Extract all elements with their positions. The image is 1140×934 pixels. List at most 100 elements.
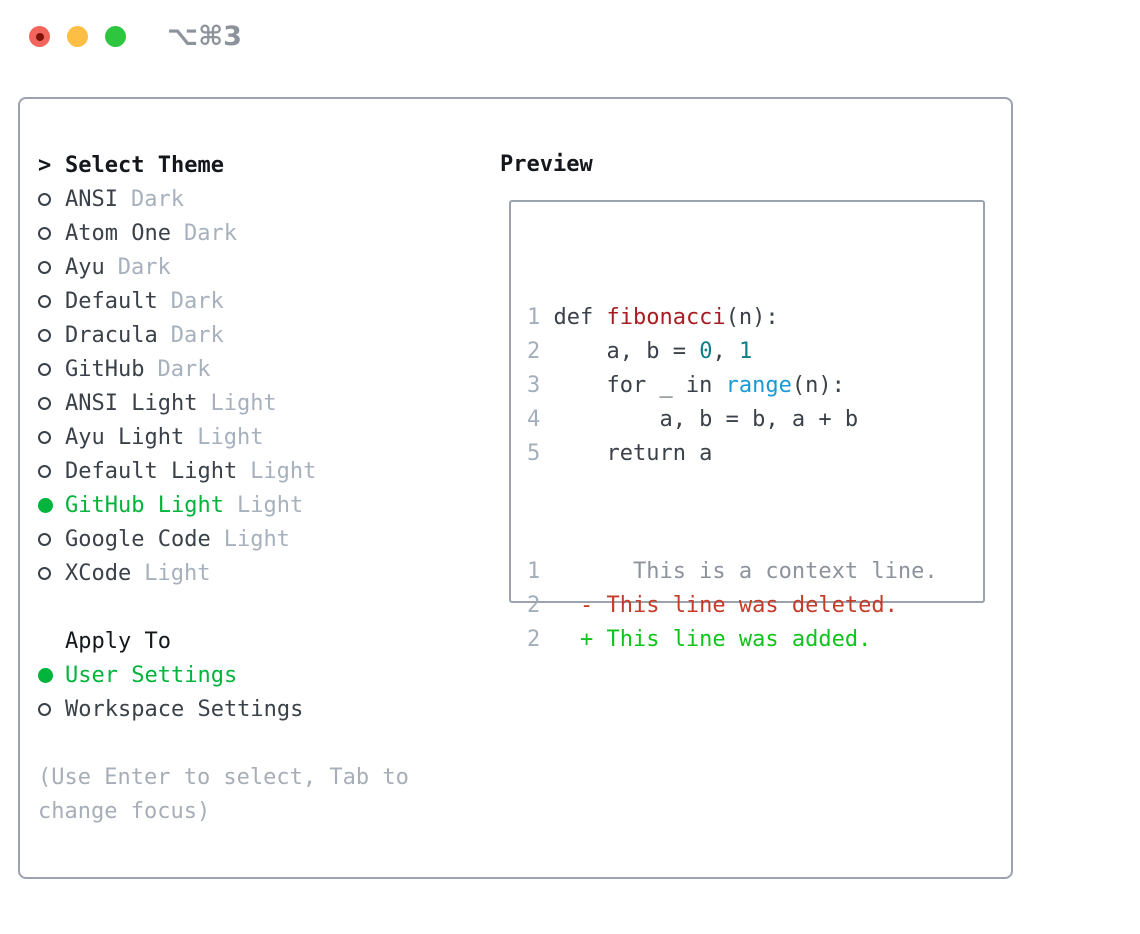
radio-cell: [38, 362, 65, 376]
diff-line: 2 - This line was deleted.: [527, 589, 938, 623]
theme-label: ANSI: [65, 186, 118, 212]
theme-label: Ayu Light: [65, 424, 185, 450]
theme-item-ayu[interactable]: Ayu Dark: [38, 250, 409, 284]
spacer: [38, 726, 409, 760]
help-text: (Use Enter to select, Tab to change focu…: [38, 760, 409, 828]
line-number: 4: [527, 407, 541, 432]
code-token-num: 1: [738, 339, 753, 364]
theme-item-atom-one[interactable]: Atom One Dark: [38, 216, 409, 250]
theme-item-google-code[interactable]: Google Code Light: [38, 522, 409, 556]
diff-line: 2 + This line was added.: [527, 623, 938, 657]
theme-item-ayu-light[interactable]: Ayu Light Light: [38, 420, 409, 454]
close-dot-icon: [35, 32, 44, 41]
theme-variant-tag: Dark: [130, 186, 184, 212]
code-token-added: + This line was added.: [553, 627, 872, 652]
code-token-code: ,: [712, 339, 739, 364]
theme-variant-tag: Light: [250, 458, 317, 484]
apply-item-workspace-settings[interactable]: Workspace Settings: [38, 692, 409, 726]
theme-variant-tag: Light: [197, 424, 264, 450]
select-theme-title: Select Theme: [65, 152, 224, 178]
radio-cell: [38, 532, 65, 546]
line-number: 2: [527, 339, 541, 364]
theme-label: Atom One: [65, 220, 171, 246]
code-token-num: 0: [699, 339, 713, 364]
code-token-code: for _ in: [553, 373, 726, 398]
diff-line: 1 This is a context line.: [527, 555, 938, 589]
radio-icon: [38, 294, 51, 308]
theme-variant-tag: Dark: [170, 322, 224, 348]
theme-variant-tag: Dark: [117, 254, 171, 280]
theme-label: Google Code: [65, 526, 211, 552]
code-token-code: a, b =: [553, 339, 700, 364]
apply-item-user-settings[interactable]: User Settings: [38, 658, 409, 692]
apply-to-header-row: Apply To: [38, 624, 409, 658]
line-number: 3: [527, 373, 541, 398]
code-token-code: (n):: [791, 373, 845, 398]
theme-item-ansi[interactable]: ANSI Dark: [38, 182, 409, 216]
code-line: 5 return a: [527, 437, 938, 471]
theme-label: Ayu: [65, 254, 105, 280]
radio-cell: [38, 226, 65, 240]
radio-icon: [38, 362, 51, 376]
zoom-button[interactable]: [105, 26, 126, 47]
code-token-code: return a: [553, 441, 713, 466]
radio-icon: [38, 226, 51, 240]
radio-cell: [38, 294, 65, 308]
radio-icon: [38, 260, 51, 274]
close-button[interactable]: [29, 26, 50, 47]
code-line: 2 a, b = 0, 1: [527, 335, 938, 369]
theme-variant-tag: Light: [223, 526, 290, 552]
code-token-code: a, b = b, a + b: [553, 407, 859, 432]
radio-icon: [38, 566, 51, 580]
radio-cell: [38, 192, 65, 206]
radio-cell: [38, 464, 65, 478]
theme-item-default-light[interactable]: Default Light Light: [38, 454, 409, 488]
spacer: [38, 590, 409, 624]
code-token-func: fibonacci: [606, 305, 726, 330]
help-line-2: change focus): [38, 798, 211, 824]
radio-cell: [38, 667, 65, 683]
radio-cell: [38, 328, 65, 342]
theme-item-github-light[interactable]: GitHub Light Light: [38, 488, 409, 522]
radio-cell: [38, 702, 65, 716]
line-number: 5: [527, 441, 541, 466]
radio-cell: [38, 566, 65, 580]
radio-icon: [38, 464, 51, 478]
traffic-lights: [29, 26, 126, 47]
radio-icon: [38, 396, 51, 410]
radio-icon: [38, 328, 51, 342]
theme-variant-tag: Light: [236, 492, 304, 518]
help-line-1: (Use Enter to select, Tab to: [38, 764, 409, 790]
radio-icon: [38, 702, 51, 716]
code-line: 4 a, b = b, a + b: [527, 403, 938, 437]
radio-selected-icon: [38, 497, 53, 513]
theme-label: Default Light: [65, 458, 238, 484]
radio-cell: [38, 396, 65, 410]
diff-sample-block: 1 This is a context line.2 - This line w…: [527, 555, 938, 657]
theme-label: Default: [65, 288, 158, 314]
theme-variant-tag: Dark: [183, 220, 237, 246]
theme-label: GitHub Light: [65, 492, 224, 518]
theme-label: GitHub: [65, 356, 145, 382]
cursor-icon: >: [38, 152, 52, 178]
select-theme-header: > Select Theme: [38, 148, 409, 182]
code-token-builtin: range: [725, 373, 792, 398]
minimize-button[interactable]: [67, 26, 88, 47]
code-token-code: (n):: [725, 305, 779, 330]
apply-to-title: Apply To: [65, 628, 171, 654]
radio-cell: [38, 260, 65, 274]
code-token-deleted: - This line was deleted.: [553, 593, 898, 618]
line-number: 2: [527, 593, 541, 618]
radio-icon: [38, 430, 51, 444]
radio-icon: [38, 192, 51, 206]
